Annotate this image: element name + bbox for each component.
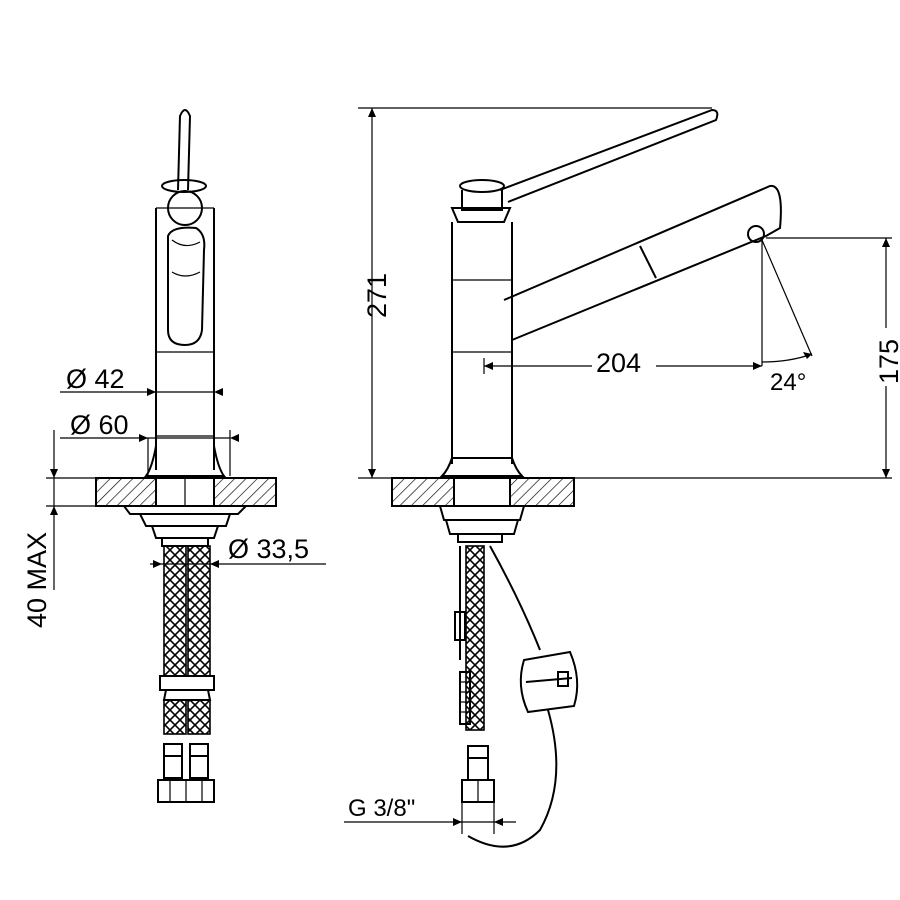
side-view: 271 204 24° 175: [344, 107, 900, 848]
front-hose-right: [187, 545, 211, 677]
dim-angle-label: 24°: [770, 369, 806, 396]
front-connectors: [157, 743, 215, 803]
dim-d60: Ø 60: [60, 410, 239, 476]
side-spout: [503, 184, 782, 341]
side-hose-weight: [519, 650, 579, 714]
dim-175-label: 175: [874, 339, 900, 384]
side-connector: [461, 745, 495, 803]
dim-angle: 24°: [761, 239, 813, 396]
dim-40max: 40 MAX: [22, 430, 96, 628]
dim-thread-label: G 3/8": [348, 795, 415, 822]
dim-175: 175: [574, 237, 900, 479]
front-lever: [177, 109, 192, 191]
front-hose-left: [163, 545, 187, 677]
dim-271: 271: [358, 107, 712, 479]
side-body: [451, 222, 513, 464]
dim-d42-label: Ø 42: [66, 364, 125, 394]
dim-d335-label: Ø 33,5: [228, 534, 309, 564]
front-spout: [167, 226, 206, 347]
dim-204: 204: [483, 240, 763, 378]
front-body: [155, 208, 215, 470]
dim-d60-label: Ø 60: [70, 410, 129, 440]
front-base: [144, 445, 226, 477]
front-counter-right: [213, 477, 277, 507]
dim-40max-label: 40 MAX: [22, 532, 52, 628]
dim-d42: Ø 42: [60, 364, 223, 396]
front-counter-left: [95, 477, 157, 507]
dim-d335: Ø 33,5: [150, 534, 326, 568]
dim-thread: G 3/8": [344, 795, 516, 834]
dim-204-label: 204: [596, 348, 641, 378]
front-view: Ø 42 Ø 60 Ø 33,5 40 MAX: [22, 109, 326, 803]
dim-271-label: 271: [362, 273, 392, 318]
side-hose-clip: [459, 671, 471, 725]
side-lever: [499, 108, 719, 203]
side-pullout-hose: [489, 545, 541, 651]
